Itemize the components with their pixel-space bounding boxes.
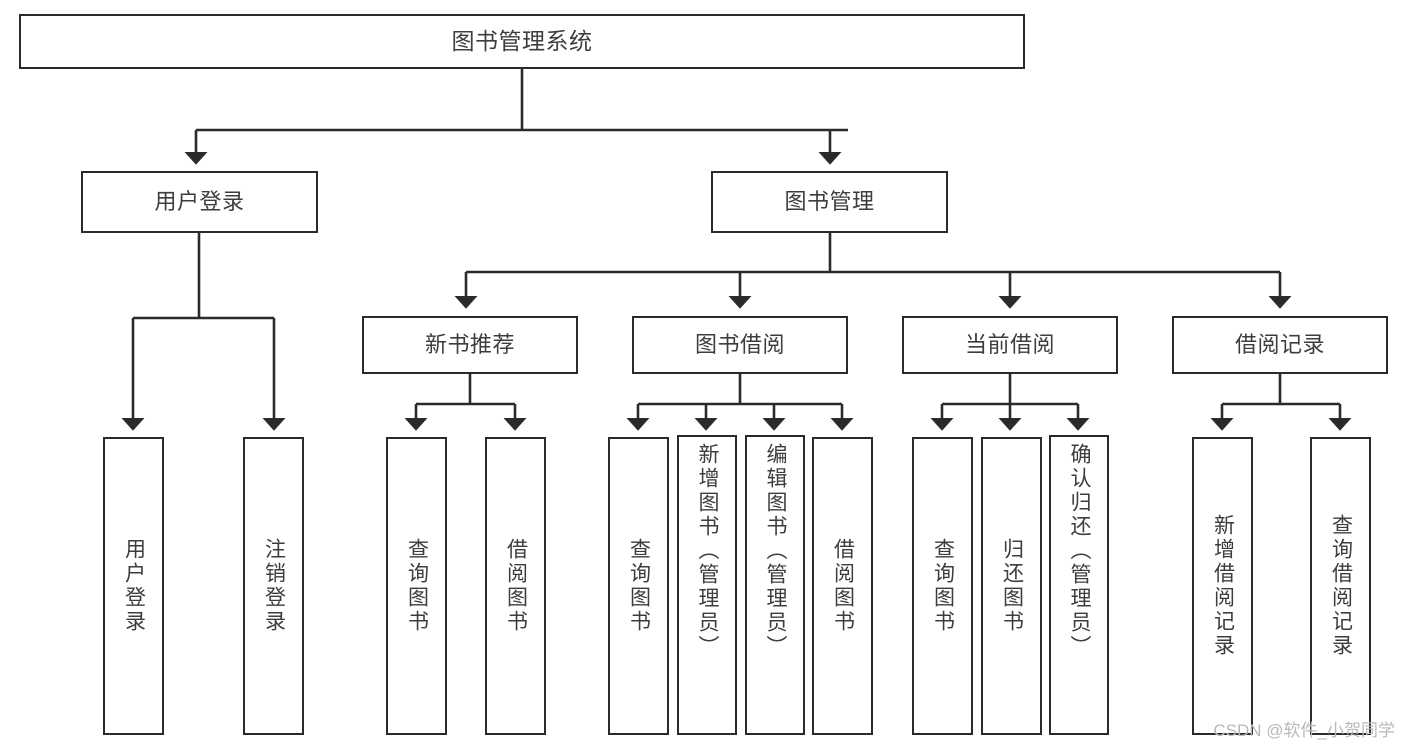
node-leaf-user-logout-label: 注销登录 xyxy=(262,538,286,634)
node-leaf-query-book-3-label: 查询图书 xyxy=(931,538,955,634)
node-leaf-borrow-book-1[interactable]: 借阅图书 xyxy=(485,437,546,735)
node-leaf-add-book-label: 新增图书（管理员） xyxy=(696,443,720,659)
watermark-text: CSDN @软件_小贺同学 xyxy=(1213,721,1395,740)
node-leaf-confirm-return[interactable]: 确认归还（管理员） xyxy=(1049,435,1109,735)
node-leaf-add-record[interactable]: 新增借阅记录 xyxy=(1192,437,1253,735)
node-leaf-query-book-1[interactable]: 查询图书 xyxy=(386,437,447,735)
node-borrow-record-label: 借阅记录 xyxy=(1234,332,1325,358)
node-leaf-return-book-label: 归还图书 xyxy=(1000,538,1024,634)
node-user-login-label: 用户登录 xyxy=(154,189,245,215)
node-borrow-record[interactable]: 借阅记录 xyxy=(1172,316,1388,374)
node-leaf-query-book-3[interactable]: 查询图书 xyxy=(912,437,973,735)
node-leaf-return-book[interactable]: 归还图书 xyxy=(981,437,1042,735)
node-leaf-borrow-book-1-label: 借阅图书 xyxy=(504,538,528,634)
node-book-borrow[interactable]: 图书借阅 xyxy=(632,316,848,374)
node-root[interactable]: 图书管理系统 xyxy=(19,14,1025,69)
node-leaf-user-logout[interactable]: 注销登录 xyxy=(243,437,304,735)
node-leaf-query-record[interactable]: 查询借阅记录 xyxy=(1310,437,1371,735)
node-current-borrow-label: 当前借阅 xyxy=(964,332,1055,358)
node-book-borrow-label: 图书借阅 xyxy=(694,332,785,358)
node-leaf-add-record-label: 新增借阅记录 xyxy=(1211,514,1235,658)
node-book-manage-label: 图书管理 xyxy=(784,189,875,215)
node-leaf-add-book[interactable]: 新增图书（管理员） xyxy=(677,435,737,735)
node-root-label: 图书管理系统 xyxy=(451,27,593,54)
node-leaf-confirm-return-label: 确认归还（管理员） xyxy=(1068,443,1092,659)
node-leaf-user-login[interactable]: 用户登录 xyxy=(103,437,164,735)
node-leaf-query-book-1-label: 查询图书 xyxy=(405,538,429,634)
node-leaf-edit-book[interactable]: 编辑图书（管理员） xyxy=(745,435,805,735)
node-leaf-query-book-2-label: 查询图书 xyxy=(627,538,651,634)
node-new-book-rec-label: 新书推荐 xyxy=(424,332,515,358)
node-leaf-borrow-book-2-label: 借阅图书 xyxy=(831,538,855,634)
node-book-manage[interactable]: 图书管理 xyxy=(711,171,948,233)
node-leaf-borrow-book-2[interactable]: 借阅图书 xyxy=(812,437,873,735)
node-leaf-query-book-2[interactable]: 查询图书 xyxy=(608,437,669,735)
node-user-login[interactable]: 用户登录 xyxy=(81,171,318,233)
node-leaf-query-record-label: 查询借阅记录 xyxy=(1329,514,1353,658)
node-current-borrow[interactable]: 当前借阅 xyxy=(902,316,1118,374)
node-new-book-rec[interactable]: 新书推荐 xyxy=(362,316,578,374)
node-leaf-user-login-label: 用户登录 xyxy=(122,538,146,634)
node-leaf-edit-book-label: 编辑图书（管理员） xyxy=(764,443,788,659)
